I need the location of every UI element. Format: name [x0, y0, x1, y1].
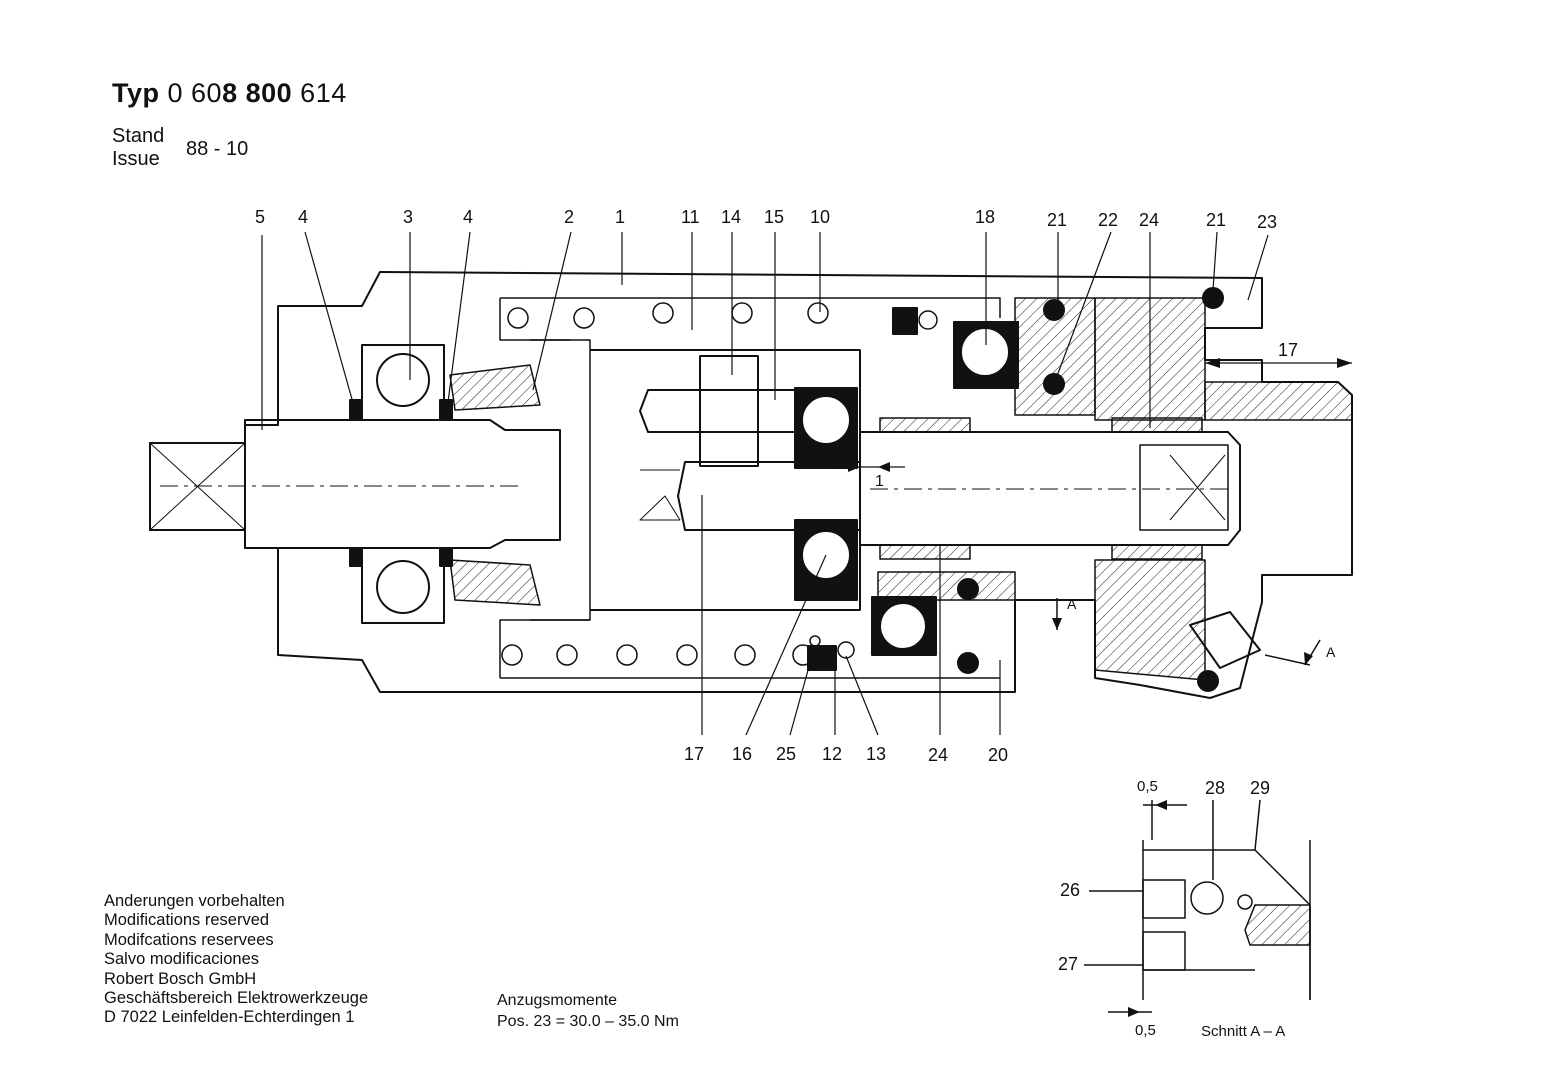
- leader-lines: [261, 231, 1269, 736]
- ring-gear-bottom: [449, 559, 541, 606]
- issue-date: 88 - 10: [186, 138, 249, 160]
- callout-11: 11: [681, 207, 700, 227]
- callout-14: 14: [721, 207, 742, 227]
- callout-24-bottom: 24: [928, 745, 949, 765]
- o-ring-21-a: [1043, 299, 1065, 321]
- callout-20: 20: [988, 745, 1009, 765]
- detail-section-label: Schnitt A – A: [1201, 1023, 1286, 1040]
- ring-gear-top: [449, 364, 541, 411]
- callout-4-right: 4: [463, 207, 474, 227]
- callout-2: 2: [564, 207, 575, 227]
- seal-top: [892, 307, 918, 335]
- torque-line: Pos. 23 = 30.0 – 35.0 Nm: [497, 1013, 679, 1030]
- detail-callout-28: 28: [1205, 778, 1226, 798]
- callout-25: 25: [776, 744, 797, 764]
- planet-gear: [699, 355, 759, 467]
- snap-ring-right-bottom: [439, 547, 453, 567]
- spring-bottom: [501, 644, 814, 666]
- left-bearing-top: [361, 344, 445, 421]
- needle-bearing-top-right: [1111, 417, 1203, 433]
- callout-21-b: 21: [1206, 210, 1227, 230]
- detail-callout-29: 29: [1250, 778, 1271, 798]
- footer-line: Аnderungen vorbehalten: [104, 892, 285, 910]
- needle-bearing-top-left: [879, 417, 971, 433]
- callout-24-top: 24: [1139, 210, 1160, 230]
- mid-bearing-bottom: [794, 519, 858, 601]
- torque-spec: Anzugsmomente Pos. 23 = 30.0 – 35.0 Nm: [497, 990, 679, 1032]
- o-ring-bottom-b: [957, 652, 979, 674]
- lower-bearing: [871, 596, 937, 656]
- section-marker-a-left: A: [1067, 596, 1077, 612]
- callout-18: 18: [975, 207, 996, 227]
- output-socket: [1139, 444, 1229, 531]
- dimension-1: 1: [875, 473, 884, 490]
- output-spindle: [859, 431, 1241, 546]
- callout-13: 13: [866, 744, 887, 764]
- footer-notes: Аnderungen vorbehalten Modifications res…: [104, 892, 368, 1028]
- o-ring-bottom-a: [957, 578, 979, 600]
- typ-number-a: 0 60: [167, 78, 223, 108]
- callout-10: 10: [810, 207, 831, 227]
- detail-callout-27: 27: [1058, 954, 1079, 974]
- dimension-17: 17: [1278, 340, 1299, 360]
- callout-21-a: 21: [1047, 210, 1068, 230]
- callout-4-left: 4: [298, 207, 309, 227]
- callout-12: 12: [822, 744, 843, 764]
- footer-line: Modifications reserved: [104, 911, 270, 930]
- detail-gap-top: 0,5: [1137, 778, 1158, 795]
- callout-23: 23: [1257, 212, 1278, 232]
- callout-1: 1: [615, 207, 626, 227]
- section-a-a-detail: [1084, 799, 1311, 1017]
- ball-13: [837, 641, 855, 659]
- callout-5: 5: [255, 207, 266, 227]
- footer-company: Robert Bosch GmbH: [104, 969, 257, 988]
- footer-division: Geschäftsbereich Elektrowerkzeuge: [104, 989, 369, 1008]
- snap-ring-right-top: [439, 399, 453, 421]
- o-ring-21-b: [1202, 287, 1224, 309]
- o-ring-bottom-c: [1197, 670, 1219, 692]
- document-title: Typ 0 608 800 614: [112, 78, 347, 109]
- snap-ring-left-bottom: [349, 547, 363, 567]
- planet-pin: [639, 389, 796, 433]
- ball-25: [809, 635, 821, 647]
- grease-nipple: [1189, 611, 1261, 669]
- mid-bearing-top: [794, 387, 858, 469]
- stand-issue-label: Stand Issue: [112, 125, 164, 171]
- left-bearing-bottom: [361, 547, 445, 624]
- spring-top: [507, 302, 829, 329]
- needle-bearing-bottom-left: [879, 544, 971, 560]
- callout-17-bottom: 17: [684, 744, 705, 764]
- mid-block-bottom: [877, 571, 1016, 601]
- callout-22: 22: [1098, 210, 1119, 230]
- callout-3: 3: [403, 207, 414, 227]
- typ-number-c: 614: [300, 78, 347, 108]
- footer-line: Salvo modificaciones: [104, 950, 259, 969]
- torque-title: Anzugsmomente: [497, 992, 618, 1009]
- detail-gap-bottom: 0,5: [1135, 1022, 1156, 1039]
- callout-16: 16: [732, 744, 753, 764]
- footer-line: Modifcations reservees: [104, 930, 274, 949]
- typ-label: Typ: [112, 78, 160, 108]
- needle-bearing-bottom-right: [1111, 544, 1203, 560]
- callout-15: 15: [764, 207, 785, 227]
- issue-label: Issue: [112, 148, 160, 170]
- input-shaft: [244, 419, 561, 549]
- footer-address: D 7022 Leinfelden-Echterdingen 1: [104, 1008, 355, 1027]
- section-marker-a-right: A: [1326, 644, 1336, 660]
- stand-label: Stand: [112, 125, 165, 147]
- typ-number-b: 8 800: [222, 78, 293, 108]
- planet-carrier: [530, 339, 591, 621]
- snap-ring-left-top: [349, 399, 363, 421]
- right-cap-lower: [1094, 559, 1206, 681]
- spindle-housing-right: [1204, 381, 1353, 421]
- detail-callout-26: 26: [1060, 880, 1081, 900]
